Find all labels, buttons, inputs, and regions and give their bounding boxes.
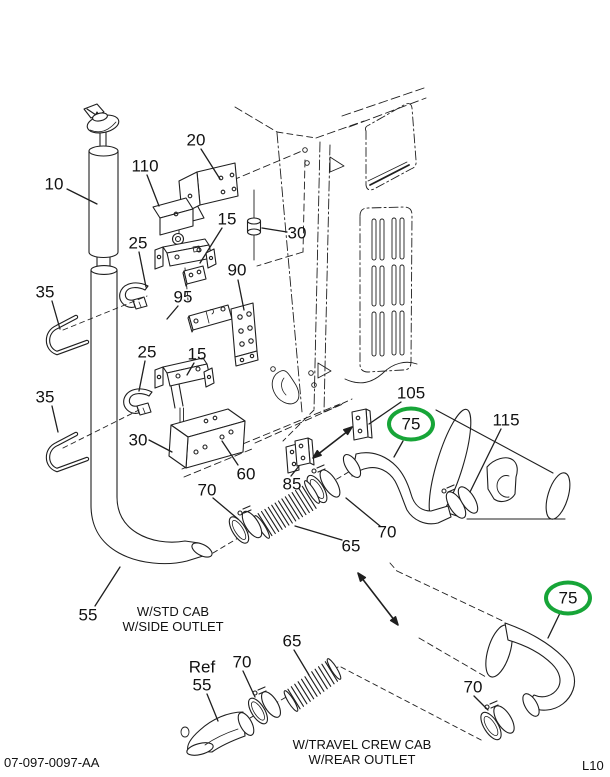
elbow-pipe-75-rear	[504, 622, 576, 717]
flex-pipe-65-upper	[254, 480, 321, 539]
bracket-15-mid	[154, 357, 215, 409]
bracket-60	[168, 408, 246, 469]
clamp-70-4	[480, 700, 515, 741]
clamp-70-1	[228, 505, 263, 544]
clamp-70-2	[306, 464, 341, 504]
double-arrow-variants	[357, 572, 399, 626]
bracket-110	[152, 197, 194, 236]
outlet-elbow-ref-55	[180, 711, 255, 756]
clamp-115	[441, 484, 479, 519]
saddle-clamp-25-lower	[123, 388, 153, 416]
clamp-70-3	[247, 686, 282, 725]
bracket-90	[230, 302, 259, 367]
muffler-ref-lower	[389, 562, 513, 678]
elbow-pipe-75-side	[342, 452, 452, 525]
stack-pipe-55	[90, 265, 213, 565]
caption-std-cab-line1: W/STD CAB	[136, 604, 210, 619]
caption-std-cab: W/STD CAB W/SIDE OUTLET	[122, 604, 223, 634]
u-bolt-centerlines	[62, 295, 148, 449]
double-arrow-85-105	[312, 426, 353, 459]
muffler-10	[88, 145, 119, 267]
page-code: L10	[582, 758, 604, 773]
u-bolt-35-upper	[45, 314, 90, 356]
flex-pipe-65-lower	[283, 658, 342, 712]
bracket-85	[285, 437, 315, 474]
rain-cap	[83, 103, 120, 148]
heat-shield-115	[486, 457, 518, 503]
u-bolt-35-lower	[45, 431, 90, 473]
leader-lines	[51, 148, 562, 722]
saddle-clamp-25-upper	[119, 282, 149, 310]
cab-outline	[234, 87, 427, 442]
drawing-number: 07-097-0097-AA	[4, 755, 100, 770]
bracket-15-small	[182, 265, 207, 287]
bracket-15-upper	[154, 238, 217, 270]
caption-travel-crew-line1: W/TRAVEL CREW CAB	[292, 737, 432, 752]
caption-travel-crew-line2: W/REAR OUTLET	[308, 752, 416, 767]
caption-std-cab-line2: W/SIDE OUTLET	[122, 619, 224, 634]
caption-travel-crew-cab: W/TRAVEL CREW CAB W/REAR OUTLET	[293, 737, 432, 767]
insulator-30-right	[246, 217, 262, 236]
bracket-95	[187, 304, 233, 333]
